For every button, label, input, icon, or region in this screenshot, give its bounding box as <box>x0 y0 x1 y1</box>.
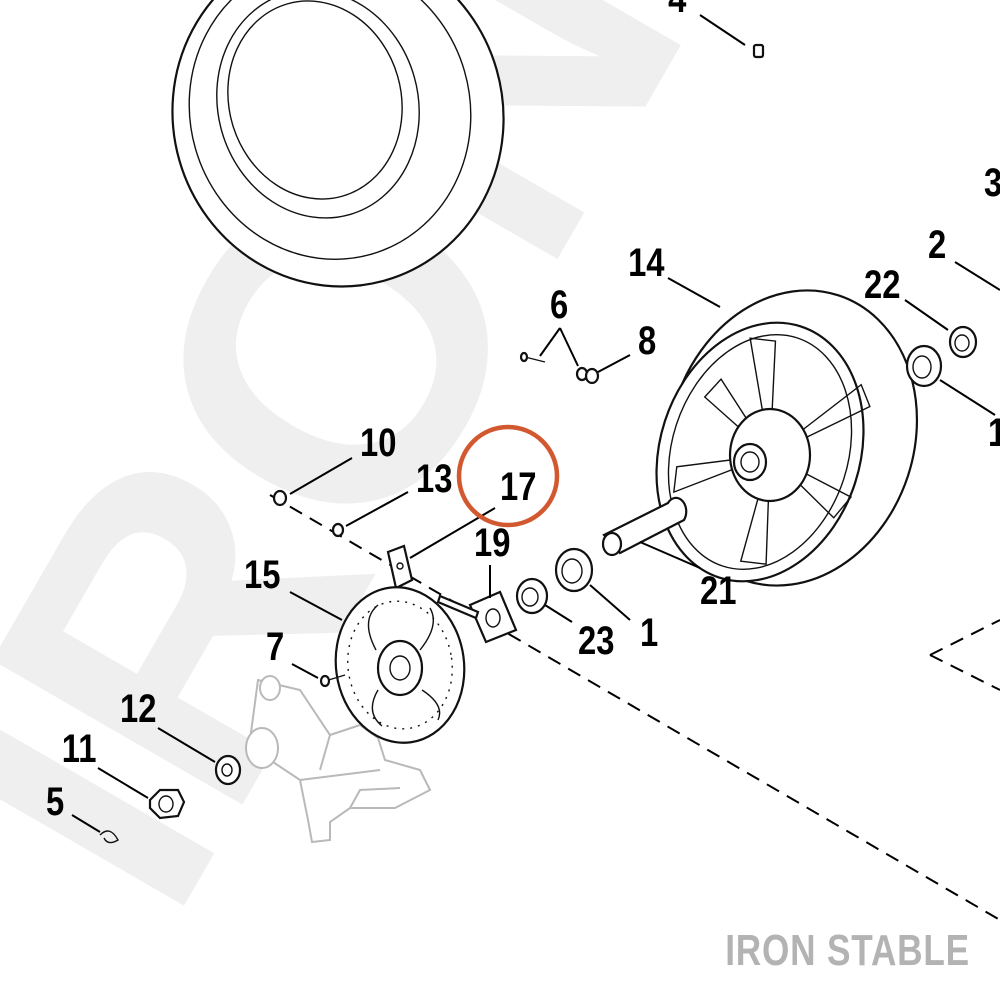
highlight-ring <box>456 424 560 528</box>
valve-cap-4 <box>752 43 765 59</box>
callout-21: 21 <box>700 568 736 613</box>
callout-12: 12 <box>120 686 156 731</box>
plate-17 <box>386 544 414 590</box>
bearing-1 <box>554 547 594 593</box>
axle-spacer-21 <box>601 496 688 557</box>
brake-rotor-15 <box>334 586 466 744</box>
callout-17: 17 <box>500 464 536 509</box>
callout-5: 5 <box>46 779 64 824</box>
nut-10 <box>272 489 288 507</box>
callout-3: 3 <box>984 160 1000 205</box>
callout-2: 2 <box>928 222 946 267</box>
spacer-22 <box>948 325 978 359</box>
callout-11: 11 <box>62 726 97 771</box>
nut-8 <box>575 366 600 385</box>
clip-5 <box>99 830 119 844</box>
callout-labels: 4 3 2 22 14 6 8 1 10 13 17 19 15 21 1 23… <box>46 0 1000 824</box>
callout-15: 15 <box>244 552 280 597</box>
rear-rim <box>655 289 919 587</box>
leader-lines <box>71 14 1000 833</box>
caliper-bracket-ghost <box>245 675 432 844</box>
callout-10: 10 <box>360 420 396 465</box>
callout-6: 6 <box>550 282 568 327</box>
callout-1: 1 <box>640 610 658 655</box>
callout-7: 7 <box>266 624 284 669</box>
callout-22: 22 <box>864 262 900 307</box>
spacer-23 <box>515 577 549 615</box>
washer-12 <box>214 754 242 786</box>
callout-8: 8 <box>638 318 656 363</box>
washer-13 <box>331 522 345 538</box>
bolt-6 <box>519 351 546 363</box>
tire <box>171 0 505 288</box>
brand-wordmark: IRON STABLE <box>725 926 970 975</box>
bearing-right <box>905 344 943 388</box>
callout-1-right: 1 <box>988 410 1000 455</box>
callout-19: 19 <box>474 520 510 565</box>
callout-23: 23 <box>578 618 614 663</box>
callout-14: 14 <box>628 240 665 285</box>
bolt-7 <box>319 674 346 688</box>
callout-4: 4 <box>668 0 687 21</box>
axle-nut-11 <box>148 788 186 820</box>
callout-13: 13 <box>416 456 452 501</box>
